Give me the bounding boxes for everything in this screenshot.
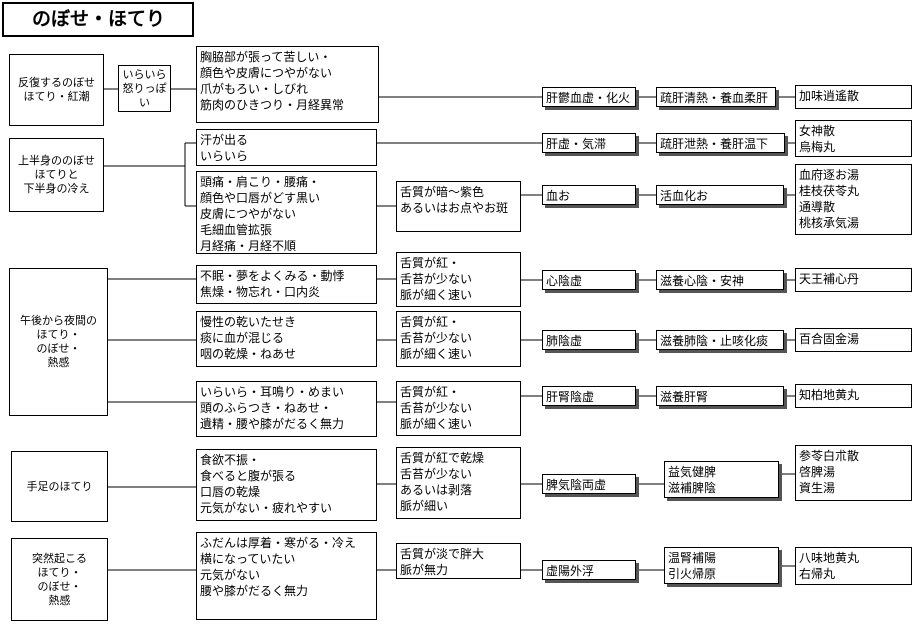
symptoms-box: 胸脇部が張って苦しい・ 顔色や皮膚につやがない 爪がもろい・しびれ 筋肉のひきつ…: [196, 46, 379, 123]
symptoms-box: 汗が出る いらいら: [196, 129, 377, 166]
formula-box: 血府逐お湯 桂枝茯苓丸 通導散 桃核承気湯: [795, 164, 912, 235]
symptoms-box: 頭痛・肩こり・腰痛・ 顔色や口唇がどす黒い 皮膚につやがない 毛細血管拡張 月経…: [196, 171, 377, 254]
formula-box: 八味地黄丸 右帰丸: [795, 547, 912, 585]
formula-box: 百合固金湯: [795, 328, 912, 352]
treatment-box: 滋養心陰・安神: [656, 270, 784, 290]
symptoms-box: いらいら・耳鳴り・めまい 頭のふらつき・ねあせ・ 遺精・腰や膝がだるく無力: [196, 381, 377, 437]
treatment-box: 滋養肝腎: [656, 386, 784, 406]
treatment-box: 活血化お: [656, 185, 784, 205]
tongue-pulse-box: 舌質が紅で乾燥 舌苔が少ない あるいは剥落 脈が細い: [396, 447, 521, 519]
pattern-box: 肝腎陰虚: [542, 386, 636, 406]
symptoms-box: 不眠・夢をよくみる・動悸 焦燥・物忘れ・口内炎: [196, 265, 377, 304]
pattern-box: 肺陰虚: [542, 330, 636, 350]
formula-box: 知柏地黄丸: [795, 384, 912, 408]
group-afternoon-night-heat: 午後から夜間の ほてり・ のぼせ・ 熱感: [9, 268, 108, 416]
group-hand-foot-heat: 手足のほてり: [11, 451, 108, 522]
symptoms-box: 慢性の乾いたせき 痰に血が混じる 咽の乾燥・ねあせ: [196, 311, 377, 367]
treatment-box: 疏肝泄熱・養肝温下: [656, 133, 785, 153]
sub-irritability: いらいら 怒りっぽい: [118, 65, 171, 112]
tongue-pulse-box: 舌質が紅・ 舌苔が少ない 脈が細く速い: [396, 252, 521, 307]
group-recurrent-flushing: 反復するのぼせ ほてり・紅潮: [9, 54, 104, 126]
pattern-box: 肝鬱血虚・化火: [542, 87, 636, 107]
tongue-pulse-box: 舌質が紅・ 舌苔が少ない 脈が細く速い: [396, 381, 521, 436]
formula-box: 女神散 烏梅丸: [795, 120, 912, 157]
pattern-box: 虚陽外浮: [542, 560, 636, 580]
symptoms-box: 食欲不振・ 食べると腹が張る 口唇の乾燥 元気がない・疲れやすい: [196, 449, 377, 521]
formula-box: 加味逍遙散: [795, 85, 912, 109]
pattern-box: 血お: [542, 185, 636, 205]
tongue-pulse-box: 舌質が暗～紫色 あるいはお点やお斑: [396, 181, 521, 232]
treatment-box: 滋養肺陰・止咳化痰: [656, 330, 784, 350]
pattern-box: 脾気陰両虚: [542, 474, 636, 494]
pattern-box: 心陰虚: [542, 270, 636, 290]
group-upper-heat-lower-cold: 上半身ののぼせ ほてりと 下半身の冷え: [9, 138, 104, 212]
treatment-box: 疏肝清熱・養血柔肝: [656, 87, 776, 107]
treatment-box: 益気健脾 滋補脾陰: [664, 461, 779, 498]
tongue-pulse-box: 舌質が淡で胖大 脈が無力: [396, 543, 521, 579]
formula-box: 参苓白朮散 啓脾湯 資生湯: [795, 445, 912, 501]
symptoms-box: ふだんは厚着・寒がる・冷え 横になっていたい 元気がない 腰や膝がだるく無力: [196, 532, 377, 620]
formula-box: 天王補心丹: [795, 268, 912, 292]
diagram-title: のぼせ・ほてり: [2, 2, 194, 37]
group-sudden-heat: 突然起こる ほてり・ のぼせ・ 熱感: [11, 538, 108, 621]
pattern-box: 肝虚・気滞: [542, 133, 636, 153]
tongue-pulse-box: 舌質が紅・ 舌苔が少ない 脈が細く速い: [396, 311, 521, 367]
treatment-box: 温腎補陽 引火帰原: [664, 547, 779, 584]
